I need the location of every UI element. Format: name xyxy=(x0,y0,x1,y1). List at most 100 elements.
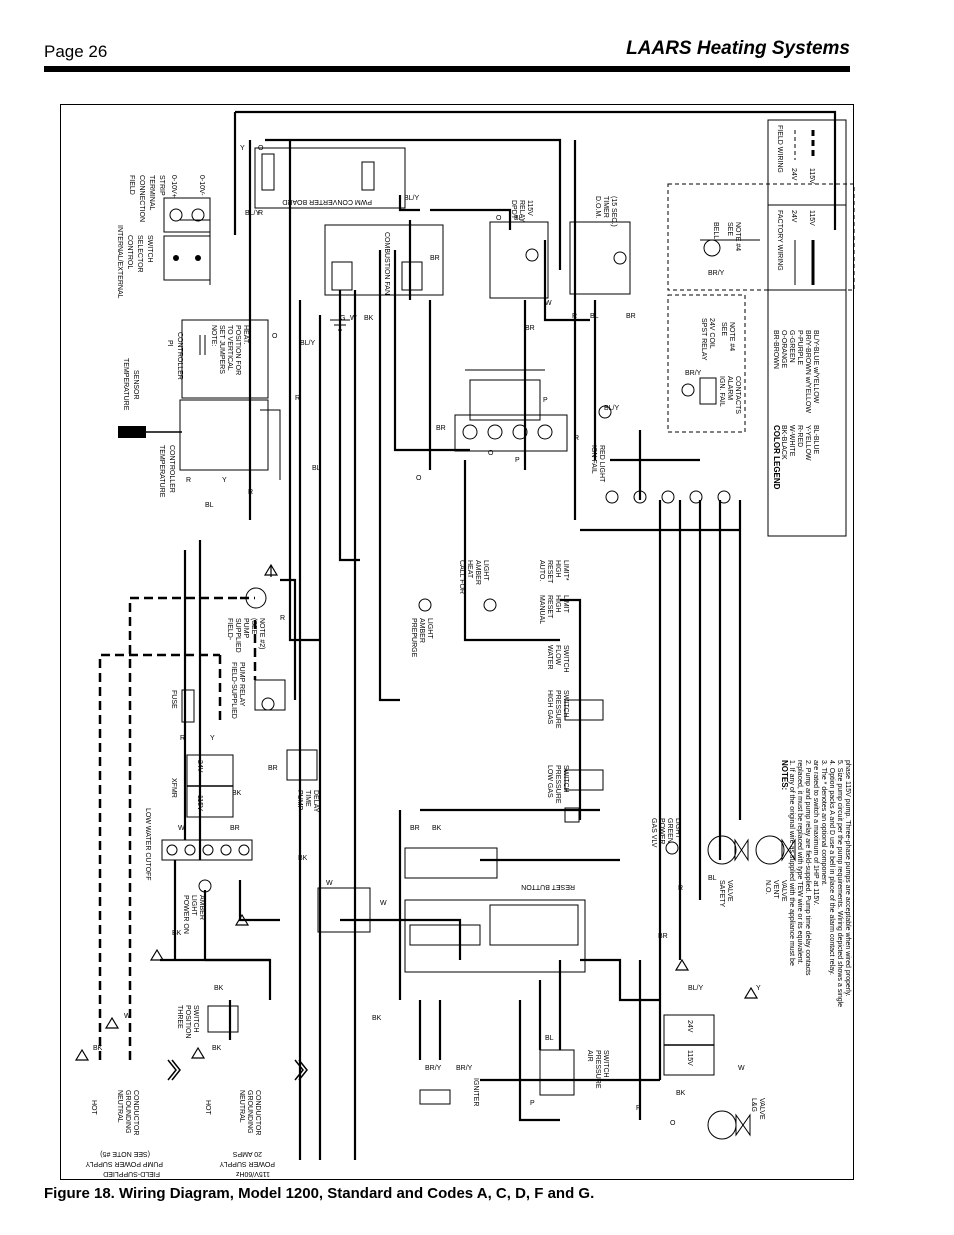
code-y-3: Y xyxy=(210,735,215,742)
note-2a: 2. Pump and pump relay are field-supplie… xyxy=(804,760,811,976)
label-water-flow-2: FLOW xyxy=(554,645,561,666)
code-p-1: P xyxy=(543,397,548,404)
code-w-6: W xyxy=(738,1065,745,1072)
code-r-4: R xyxy=(574,435,579,442)
label-three-pos-2: POSITION xyxy=(184,1005,191,1038)
label-hot-2: HOT xyxy=(204,1100,211,1116)
label-xfmr2-24v: 24V xyxy=(686,1020,693,1033)
label-pump-4: (SEE xyxy=(250,618,257,635)
label-safety-valve: SAFETY xyxy=(718,880,725,908)
label-bell: BELL xyxy=(712,222,719,239)
label-lg-valve-2: VALVE xyxy=(758,1098,765,1120)
label-bell-3: NOTE #4 xyxy=(734,222,741,251)
label-selector-switch: INTERNAL/EXTERNAL xyxy=(116,225,123,299)
label-ptd: PUMP xyxy=(296,790,303,811)
code-r-7: R xyxy=(280,615,285,622)
note-1a: 1. If any of the original wire as suppli… xyxy=(788,760,795,966)
label-pump-relay-2: PUMP RELAY xyxy=(238,662,245,707)
label-pump: FIELD- xyxy=(226,618,233,641)
label-spst-relay-4: NOTE #4 xyxy=(728,322,735,351)
code-bly-5: BL/Y xyxy=(688,985,704,992)
legend-bly: BL/Y-BLUE w/YELLOW xyxy=(812,330,819,404)
label-neutral-1: NEUTRAL xyxy=(116,1090,123,1123)
label-power-on: POWER ON xyxy=(182,895,189,934)
label-prepurge-3: LIGHT xyxy=(426,618,433,639)
label-pump-3: PUMP xyxy=(242,618,249,639)
label-dpdt-relay-3: 115V xyxy=(526,200,533,216)
label-supply2: 115V/60Hz xyxy=(235,1170,270,1177)
label-call-heat: CALL FOR xyxy=(458,560,465,594)
label-three-pos: THREE xyxy=(176,1005,183,1029)
code-p-3: P xyxy=(530,1100,535,1107)
label-conductor-2: CONDUCTOR xyxy=(254,1090,261,1135)
legend-field-115v: 115V xyxy=(808,168,815,184)
code-p-4: P xyxy=(636,1105,641,1112)
label-xfmr-115v: 115V xyxy=(196,795,203,811)
label-manual-reset: MANUAL xyxy=(538,595,545,624)
label-grounding-2: GROUNDING xyxy=(246,1090,253,1134)
label-spst-relay-2: 24V COIL xyxy=(708,318,715,349)
code-bk-2: BK xyxy=(232,790,242,797)
legend-factory-24v: 24V xyxy=(790,210,797,223)
label-call-heat-4: LIGHT xyxy=(482,560,489,581)
note-5a: 5. Size pump circuit per the pump requir… xyxy=(836,760,843,1007)
label-pi-note-1: NOTE: xyxy=(210,325,217,346)
label-power-on-2: LIGHT xyxy=(190,895,197,916)
label-temp-controller: TEMPERATURE xyxy=(158,445,165,498)
label-dpdt-relay-2: RELAY xyxy=(518,200,525,223)
label-pi-note-3: TO VERTICAL xyxy=(226,325,233,371)
code-bk-7: BK xyxy=(93,1045,103,1052)
code-bly-3: BL/Y xyxy=(404,195,420,202)
label-supply1: FIELD-SUPPLIED xyxy=(103,1170,160,1177)
code-bl-1: BL xyxy=(312,465,321,472)
label-combustion-fan: COMBUSTION FAN xyxy=(383,232,390,295)
label-ptd-3: DELAY xyxy=(312,790,319,813)
label-gas-light-4: LIGHT xyxy=(674,818,681,839)
notes-block: NOTES: 1. If any of the original wire as… xyxy=(780,760,851,1007)
code-r-1: R xyxy=(258,210,263,217)
label-prepurge: PREPURGE xyxy=(410,618,417,658)
code-w-3: W xyxy=(178,825,185,832)
legend-factory: FACTORY WIRING xyxy=(776,210,783,271)
legend-box: COLOR LEGEND BK-BLACK W-WHITE R-RED Y-YE… xyxy=(767,119,847,537)
wire-nut-connectors xyxy=(74,563,759,1061)
legend-o: O-ORANGE xyxy=(780,330,787,368)
label-xfmr: XFMR xyxy=(170,778,177,798)
label-air-pressure-2: PRESSURE xyxy=(594,1050,601,1089)
label-high-gas-3: SWITCH xyxy=(562,690,569,718)
label-pwm-board: PWM CONVERTER BOARD xyxy=(282,198,372,205)
code-r-6: R xyxy=(248,489,253,496)
legend-p: P-PURPLE xyxy=(796,330,803,365)
label-pi-controller-2: CONTROLLER xyxy=(176,332,183,380)
label-ptd-2: TIME xyxy=(304,790,311,807)
code-bry-1: BR/Y xyxy=(685,370,702,377)
code-bk-9: BK xyxy=(212,1045,222,1052)
notes-title: NOTES: xyxy=(780,760,789,790)
label-temp-sensor-2: SENSOR xyxy=(132,370,139,400)
label-water-flow: WATER xyxy=(546,645,553,670)
code-br-8: BR xyxy=(658,933,668,940)
code-r-9: R xyxy=(678,885,683,892)
code-bk-6: BK xyxy=(676,1090,686,1097)
label-pump-2: SUPPLIED xyxy=(234,618,241,653)
label-pump-relay: FIELD-SUPPLIED xyxy=(230,662,237,719)
label-high-gas-2: PRESSURE xyxy=(554,690,561,729)
label-xfmr2-115v: 115V xyxy=(686,1050,693,1066)
label-call-heat-3: AMBER xyxy=(474,560,481,585)
label-spst-relay-3: SEE xyxy=(720,322,727,336)
label-auto-reset-4: LIMIT* xyxy=(562,560,569,581)
code-bl-3: BL xyxy=(590,313,599,320)
code-w-7: W xyxy=(124,1013,131,1020)
label-low-gas-2: PRESSURE xyxy=(554,765,561,804)
label-pin-minus: 0-10V- xyxy=(198,175,205,196)
label-pi-controller: PI xyxy=(166,340,173,347)
legend-w: W-WHITE xyxy=(788,425,795,457)
note-4: 4. Option packs A and D use a bell in pl… xyxy=(828,760,835,975)
label-auto-reset-2: RESET xyxy=(546,560,553,584)
code-w-1: W xyxy=(350,315,357,322)
label-low-gas-3: SWITCH xyxy=(562,765,569,793)
code-o-3: O xyxy=(496,215,502,222)
label-ign-fail-3: CONTACTS xyxy=(734,376,741,414)
label-dom-timer: D.O.M. xyxy=(594,196,601,218)
code-w-5: W xyxy=(380,900,387,907)
